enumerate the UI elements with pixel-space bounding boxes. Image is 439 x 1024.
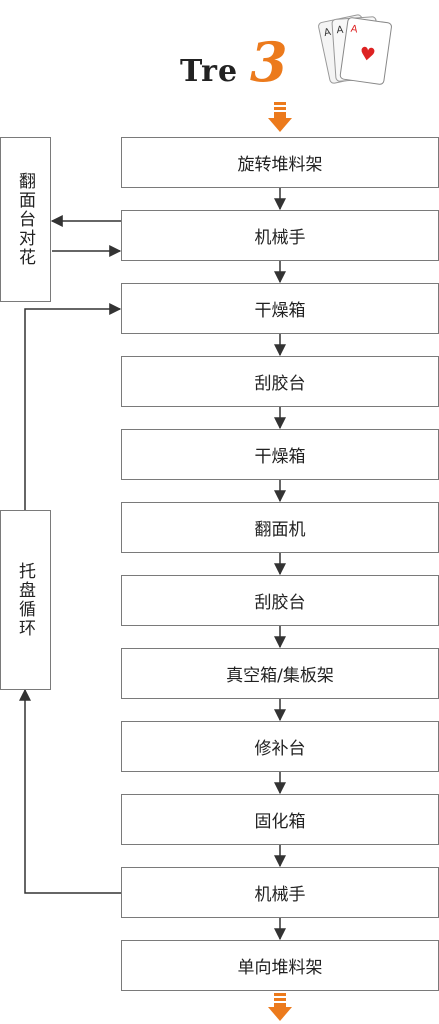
step-label: 固化箱	[254, 812, 306, 832]
step-squeegee-1: 刮胶台	[121, 356, 439, 407]
step-dryer-1: 干燥箱	[121, 283, 439, 334]
logo-text: Tre	[180, 54, 239, 89]
start-arrow-icon	[268, 102, 292, 132]
step-repair-table: 修补台	[121, 721, 439, 772]
end-arrow-icon	[268, 993, 292, 1021]
step-curing-oven: 固化箱	[121, 794, 439, 845]
step-label: 翻面机	[254, 520, 306, 540]
side-flip-alignment: 翻面台对花	[0, 137, 51, 302]
step-label: 刮胶台	[254, 593, 306, 613]
side-label: 托盘循环	[15, 562, 35, 638]
side-tray-circulation: 托盘循环	[0, 510, 51, 690]
step-label: 机械手	[254, 228, 306, 248]
step-dryer-2: 干燥箱	[121, 429, 439, 480]
step-flipper: 翻面机	[121, 502, 439, 553]
step-label: 刮胶台	[254, 374, 306, 394]
step-one-way-stacker: 单向堆料架	[121, 940, 439, 991]
step-label: 干燥箱	[254, 301, 306, 321]
brand-logo: Tre 3	[180, 30, 288, 94]
step-squeegee-2: 刮胶台	[121, 575, 439, 626]
step-label: 单向堆料架	[237, 958, 323, 978]
logo-number: 3	[250, 30, 288, 94]
step-robot-arm-2: 机械手	[121, 867, 439, 918]
step-robot-arm-1: 机械手	[121, 210, 439, 261]
svg-text:♥: ♥	[358, 43, 377, 66]
svg-text:A: A	[350, 24, 358, 36]
step-label: 干燥箱	[254, 447, 306, 467]
step-rotary-stacker: 旋转堆料架	[121, 137, 439, 188]
svg-text:A: A	[323, 27, 332, 39]
side-label: 翻面台对花	[15, 172, 35, 267]
svg-text:A: A	[336, 25, 344, 36]
step-label: 真空箱/集板架	[226, 666, 334, 686]
step-label: 机械手	[254, 885, 306, 905]
step-label: 旋转堆料架	[237, 155, 323, 175]
step-label: 修补台	[254, 739, 306, 759]
step-vacuum-rack: 真空箱/集板架	[121, 648, 439, 699]
playing-cards-icon: A A A ♥	[318, 14, 392, 85]
